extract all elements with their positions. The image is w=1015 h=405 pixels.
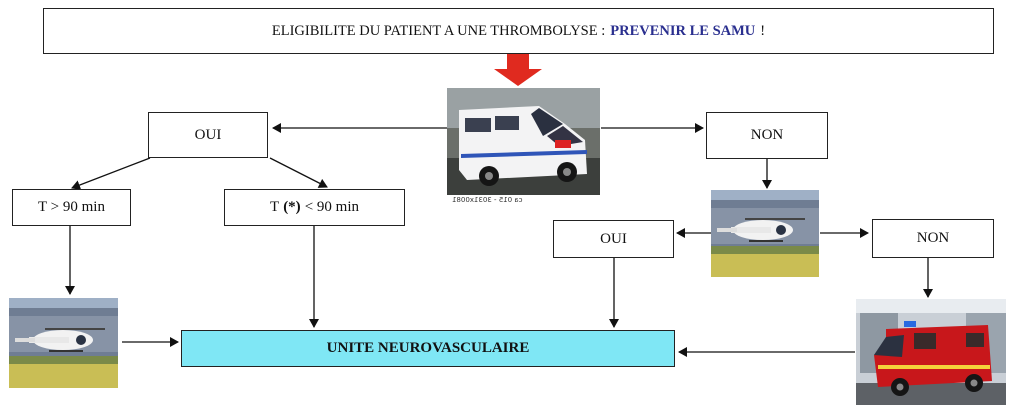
- time-over-90-label: T > 90 min: [38, 199, 105, 215]
- time-under-90-box: T (*) < 90 min: [224, 189, 405, 226]
- sub-oui-label: OUI: [600, 230, 627, 247]
- fire-ambulance-photo: [856, 299, 1006, 405]
- ambulance-photo: [447, 88, 600, 195]
- sub-non-label: NON: [916, 230, 950, 246]
- neurovascular-unit-label: UNITE NEUROVASCULAIRE: [326, 340, 530, 356]
- decision-non-label: NON: [750, 127, 784, 143]
- time-under-90-prefix: T: [270, 199, 280, 215]
- helicopter-photo: [9, 298, 118, 388]
- title-box: ELIGIBILITE DU PATIENT A UNE THROMBOLYSE…: [43, 8, 994, 54]
- title-prefix: ELIGIBILITE DU PATIENT A UNE THROMBOLYSE…: [271, 22, 606, 39]
- arrow-to-under90: [269, 157, 328, 188]
- decision-oui-label: OUI: [194, 126, 222, 143]
- title-suffix: !: [760, 22, 766, 39]
- time-under-90-suffix: < 90 min: [304, 199, 359, 215]
- helicopter-photo: [711, 190, 819, 277]
- sub-non-box: NON: [872, 219, 994, 258]
- decision-oui-box: OUI: [148, 112, 268, 158]
- neurovascular-unit-box: UNITE NEUROVASCULAIRE: [181, 330, 675, 367]
- time-over-90-box: T > 90 min: [12, 189, 131, 226]
- title-highlight: PREVENIR LE SAMU: [610, 22, 756, 39]
- sub-oui-box: OUI: [553, 220, 674, 258]
- decision-non-box: NON: [706, 112, 828, 159]
- time-under-90-asterisk: (*): [283, 199, 301, 215]
- arrow-to-over90: [71, 157, 151, 190]
